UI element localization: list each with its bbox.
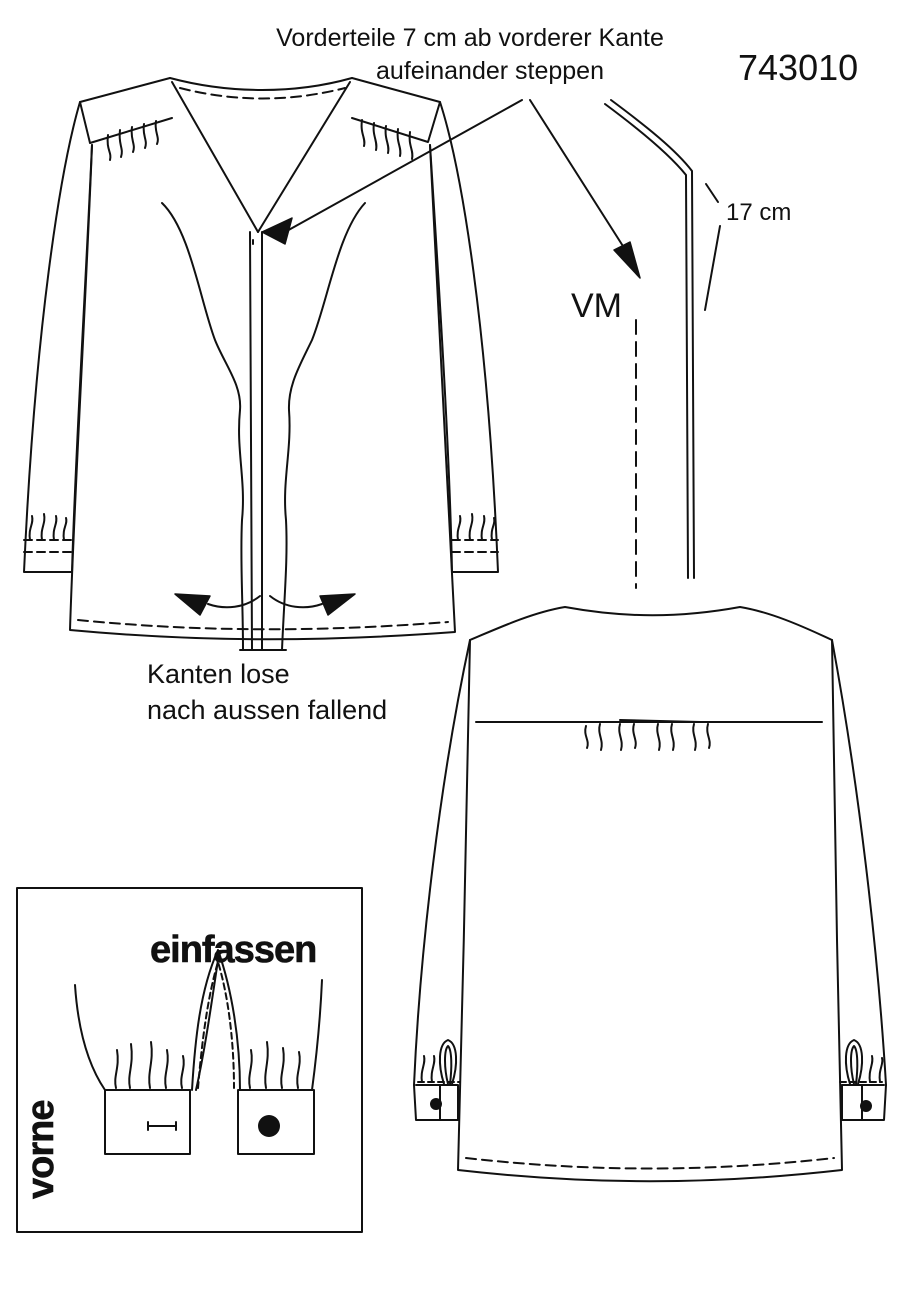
button-icon bbox=[258, 1115, 280, 1137]
arrow-icon bbox=[174, 217, 641, 616]
pattern-number: 743010 bbox=[738, 47, 859, 88]
buttonhole-icon bbox=[147, 1121, 177, 1131]
back-view bbox=[413, 606, 887, 1183]
front-view bbox=[23, 77, 499, 651]
edges-line-1: Kanten lose bbox=[147, 659, 290, 689]
instruction-pointers bbox=[284, 99, 629, 255]
instruction-line-1: Vorderteile 7 cm ab vorderer Kante bbox=[276, 24, 664, 52]
bind-label: einfassen bbox=[150, 929, 318, 971]
center-front-label: VM bbox=[571, 287, 622, 325]
front-edge-detail bbox=[604, 99, 721, 589]
stitch-instruction: Vorderteile 7 cm ab vorderer Kante aufei… bbox=[160, 22, 780, 88]
edges-note: Kanten lose nach aussen fallend bbox=[147, 656, 467, 728]
instruction-line-2: aufeinander steppen bbox=[376, 57, 604, 85]
measure-label: 17 cm bbox=[726, 199, 792, 226]
front-label: vorne bbox=[20, 1100, 63, 1199]
cuff-detail-box bbox=[16, 887, 363, 1233]
button-icon bbox=[430, 1098, 872, 1112]
edges-line-2: nach aussen fallend bbox=[147, 695, 388, 725]
